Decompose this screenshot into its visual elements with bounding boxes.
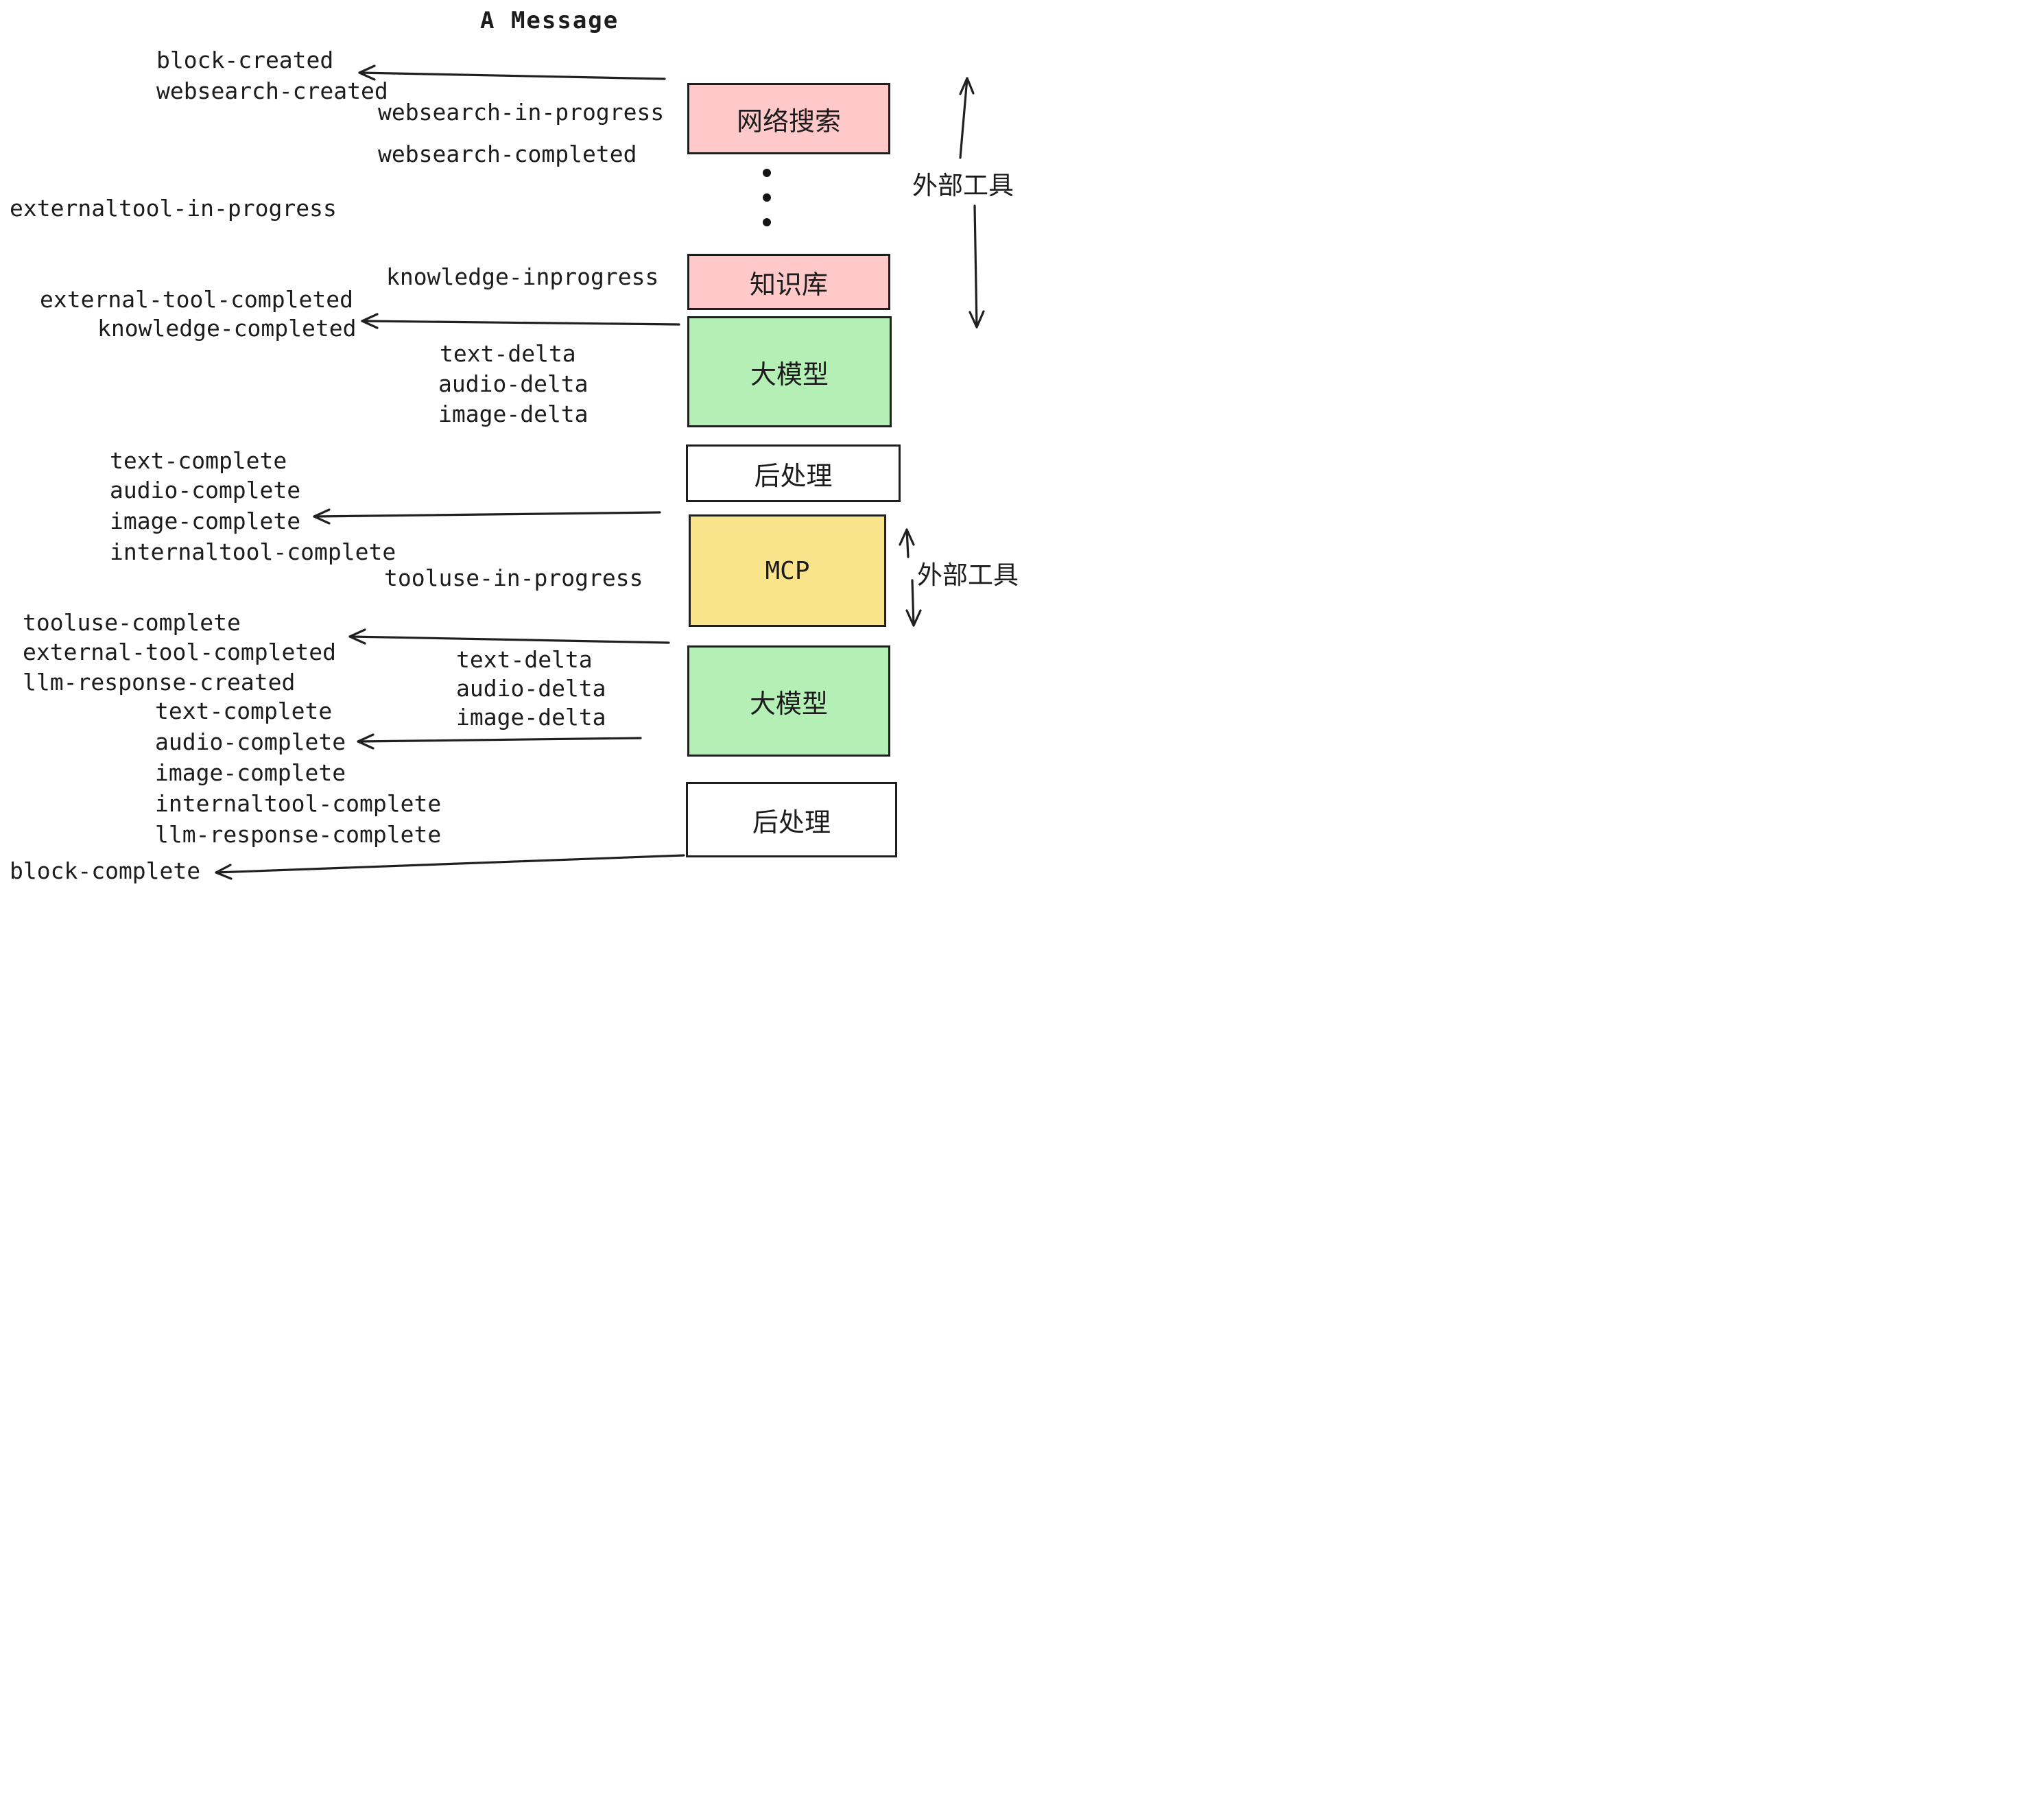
node-knowledge: 知识库 — [687, 254, 890, 310]
event-label-audio-complete: audio-complete — [110, 477, 301, 503]
node-postprocess-bottom-label: 后处理 — [752, 807, 831, 838]
event-label-internaltool-complete: internaltool-complete — [110, 538, 396, 565]
arrow-down-external-tools-top — [968, 204, 985, 329]
side-label-external-tools-top: 外部工具 — [912, 171, 1014, 200]
node-postprocess-bottom: 后处理 — [686, 782, 897, 857]
event-label-llm-response-created: llm-response-created — [23, 669, 296, 696]
event-label-websearch-in-progress: websearch-in-progress — [378, 99, 665, 126]
event-label-websearch-completed: websearch-completed — [378, 141, 637, 167]
vertical-ellipsis-dot — [763, 218, 771, 226]
diagram-title: A Message — [480, 7, 619, 34]
node-mcp-label: MCP — [765, 556, 810, 585]
event-label-audio-delta-2: audio-delta — [456, 675, 606, 702]
event-label-block-complete: block-complete — [10, 857, 201, 884]
event-label-text-complete-2: text-complete — [155, 698, 333, 724]
event-label-image-complete: image-complete — [110, 508, 301, 534]
event-label-image-delta-2: image-delta — [456, 704, 606, 731]
node-mcp: MCP — [689, 514, 886, 627]
node-llm-top-label: 大模型 — [750, 359, 829, 390]
event-label-tooluse-in-progress: tooluse-in-progress — [384, 565, 643, 591]
node-websearch: 网络搜索 — [687, 83, 890, 154]
event-label-block-created: block-created — [156, 47, 334, 73]
event-label-externaltool-in-progress: externaltool-in-progress — [10, 195, 337, 222]
node-websearch-label: 网络搜索 — [736, 106, 841, 137]
arrow-up-external-tools-bottom — [899, 528, 915, 558]
event-label-text-delta: text-delta — [440, 340, 576, 367]
node-llm-top: 大模型 — [687, 316, 892, 427]
arrow-left-audio-complete — [357, 733, 642, 750]
node-llm-bottom-label: 大模型 — [749, 688, 828, 719]
flow-diagram: A Message — [0, 0, 1022, 902]
side-label-external-tools-bottom: 外部工具 — [917, 560, 1019, 590]
event-label-llm-response-complete: llm-response-complete — [155, 821, 442, 848]
arrow-left-knowledge-completed — [361, 313, 680, 329]
event-label-audio-complete-2: audio-complete — [155, 728, 346, 755]
event-label-knowledge-inprogress: knowledge-inprogress — [386, 263, 659, 290]
node-postprocess-top: 后处理 — [686, 444, 901, 502]
event-label-image-complete-2: image-complete — [155, 759, 346, 786]
event-label-text-complete: text-complete — [110, 447, 287, 474]
event-label-internaltool-complete-2: internaltool-complete — [155, 790, 442, 817]
node-postprocess-top-label: 后处理 — [754, 460, 833, 491]
arrow-left-image-complete — [313, 508, 661, 525]
node-llm-bottom: 大模型 — [687, 645, 890, 757]
event-label-websearch-created: websearch-created — [156, 78, 388, 104]
arrow-left-block-created — [358, 64, 666, 81]
event-label-external-tool-completed: external-tool-completed — [40, 286, 353, 313]
arrow-left-tooluse-complete — [348, 628, 670, 645]
arrow-left-block-complete — [215, 854, 685, 880]
event-label-image-delta: image-delta — [438, 401, 589, 427]
event-label-knowledge-completed: knowledge-completed — [97, 315, 357, 342]
vertical-ellipsis-dot — [763, 169, 771, 177]
event-label-tooluse-complete: tooluse-complete — [23, 609, 241, 636]
event-label-external-tool-completed-2: external-tool-completed — [23, 639, 336, 665]
arrow-up-external-tools-top — [959, 77, 975, 159]
event-label-audio-delta: audio-delta — [438, 370, 589, 397]
event-label-text-delta-2: text-delta — [456, 646, 593, 673]
node-knowledge-label: 知识库 — [749, 269, 828, 300]
vertical-ellipsis-dot — [763, 193, 771, 202]
